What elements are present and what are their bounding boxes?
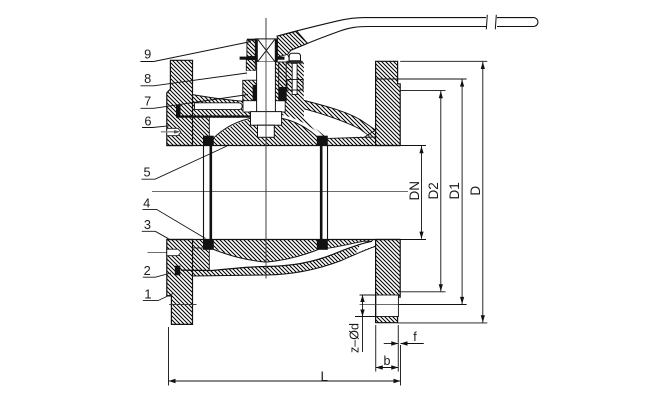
svg-text:DN: DN [407, 181, 422, 201]
svg-text:9: 9 [144, 47, 151, 62]
svg-text:D2: D2 [426, 182, 441, 199]
svg-text:f: f [413, 330, 417, 344]
svg-text:D1: D1 [447, 182, 462, 199]
svg-text:8: 8 [144, 71, 151, 86]
svg-text:z–Ød: z–Ød [348, 323, 362, 353]
svg-text:7: 7 [144, 93, 151, 108]
svg-text:3: 3 [144, 217, 151, 232]
svg-text:D: D [468, 186, 483, 196]
svg-text:L: L [320, 369, 328, 384]
svg-text:2: 2 [144, 263, 151, 278]
svg-text:4: 4 [143, 195, 150, 210]
svg-text:6: 6 [144, 113, 151, 128]
svg-text:b: b [384, 354, 391, 368]
svg-text:5: 5 [144, 164, 151, 179]
svg-text:1: 1 [144, 287, 151, 302]
